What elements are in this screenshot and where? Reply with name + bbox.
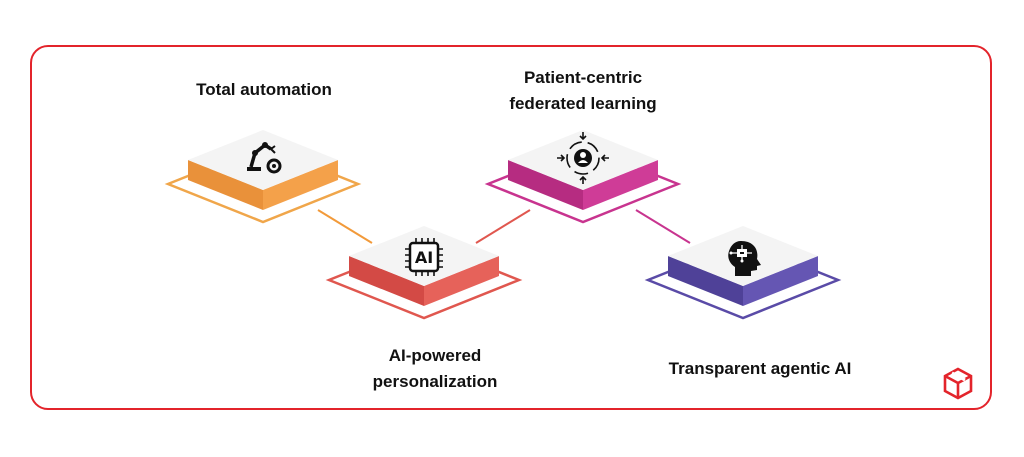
ai-head-icon bbox=[728, 241, 761, 276]
diagram-frame bbox=[30, 45, 992, 410]
node-side-right bbox=[743, 256, 818, 306]
label-federated-learning: Patient-centric federated learning bbox=[483, 65, 683, 117]
node-side-left bbox=[188, 160, 263, 210]
node-federated-learning bbox=[484, 130, 682, 224]
label-text: Total automation bbox=[196, 80, 332, 99]
label-line: AI-powered bbox=[388, 346, 482, 365]
ai-chip-icon: AI bbox=[405, 238, 443, 276]
node-ai-personalization: AI bbox=[325, 226, 523, 320]
node-total-automation bbox=[164, 130, 362, 224]
connector-federated-agentic bbox=[635, 209, 691, 244]
node-side-right bbox=[583, 160, 658, 210]
label-total-automation: Total automation bbox=[164, 77, 364, 103]
label-text: Transparent agentic AI bbox=[668, 359, 852, 378]
node-side-left bbox=[349, 256, 424, 306]
ai-chip-text: AI bbox=[415, 248, 433, 267]
label-agentic-ai: Transparent agentic AI bbox=[630, 356, 890, 382]
node-side-left bbox=[508, 160, 583, 210]
node-side-right bbox=[424, 256, 499, 306]
connector-automation-personalization bbox=[317, 209, 373, 244]
user-focus-icon bbox=[557, 132, 609, 184]
label-line: federated learning bbox=[509, 94, 657, 113]
brand-logo-icon bbox=[943, 367, 973, 400]
node-side-left bbox=[668, 256, 743, 306]
node-agentic-ai bbox=[644, 226, 842, 320]
node-side-right bbox=[263, 160, 338, 210]
connector-personalization-federated bbox=[475, 209, 531, 244]
node-top bbox=[188, 130, 338, 190]
label-line: Patient-centric bbox=[523, 68, 643, 87]
label-line: personalization bbox=[372, 372, 498, 391]
label-ai-personalization: AI-powered personalization bbox=[335, 343, 535, 395]
robotic-arm-icon bbox=[247, 142, 282, 174]
